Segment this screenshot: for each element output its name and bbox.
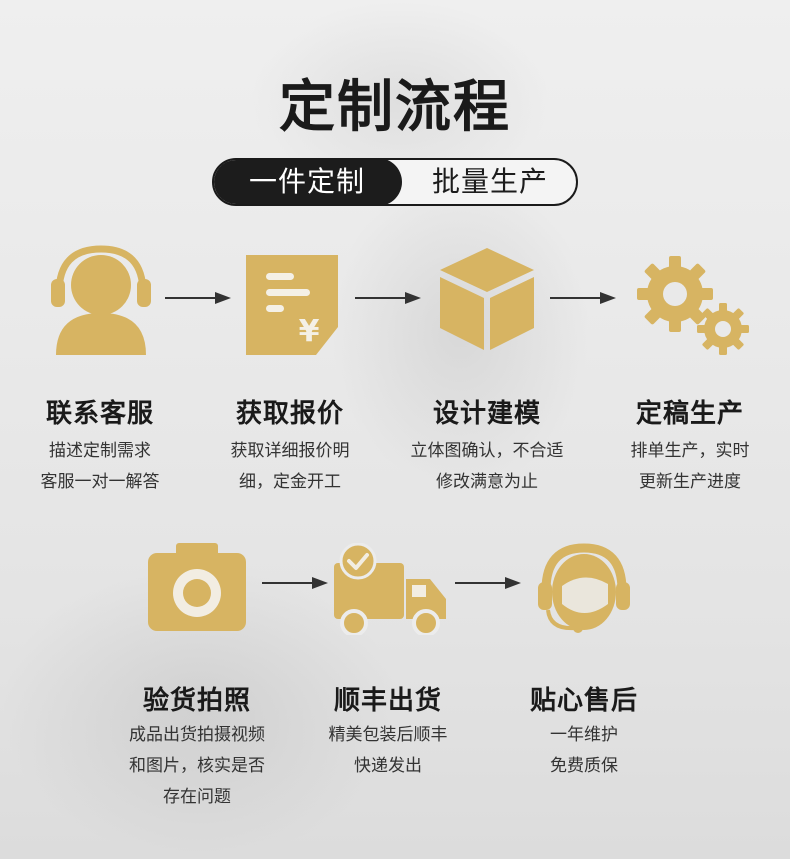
step-description-line: 排单生产，实时 <box>630 441 750 461</box>
step-title: 定稿生产 <box>635 399 744 429</box>
flow-arrow <box>550 292 616 304</box>
step-description: 一年维护 免费质保 <box>479 720 689 782</box>
gears-icon <box>637 256 749 355</box>
customer-service-icon <box>538 543 630 633</box>
step-description-line: 修改满意为止 <box>436 472 538 492</box>
step-title: 设计建模 <box>432 399 541 429</box>
step-title: 获取报价 <box>235 399 344 429</box>
step-description: 立体图确认，不合适 修改满意为止 <box>382 436 592 498</box>
step-title: 贴心售后 <box>529 686 638 716</box>
step-description-line: 免费质保 <box>550 756 618 776</box>
step-description-line: 精美包装后顺丰 <box>328 725 448 745</box>
mode-toggle[interactable]: 一件定制 批量生产 <box>212 158 578 206</box>
step-description-line: 细，定金开工 <box>239 472 341 492</box>
step-description-line: 存在问题 <box>163 787 231 807</box>
step-description-line: 成品出货拍摄视频 <box>129 725 265 745</box>
step-description: 排单生产，实时 更新生产进度 <box>585 436 790 498</box>
flow-arrow <box>165 292 231 304</box>
step-description: 描述定制需求 客服一对一解答 <box>0 436 205 498</box>
camera-icon <box>148 543 246 631</box>
step-description-line: 描述定制需求 <box>49 441 151 461</box>
step-description: 获取详细报价明 细，定金开工 <box>185 436 395 498</box>
tab-single-custom[interactable]: 一件定制 <box>214 160 402 204</box>
page-title: 定制流程 <box>279 75 511 140</box>
step-description-line: 更新生产进度 <box>639 472 741 492</box>
flow-arrow <box>355 292 421 304</box>
step-title: 联系客服 <box>45 399 154 429</box>
tab-batch-production[interactable]: 批量生产 <box>431 165 548 198</box>
yuan-invoice-icon: ¥ <box>246 255 338 355</box>
step-description-line: 一年维护 <box>550 725 618 745</box>
step-description-line: 立体图确认，不合适 <box>410 441 564 461</box>
step-title: 验货拍照 <box>142 686 251 716</box>
step-description: 成品出货拍摄视频 和图片，核实是否 存在问题 <box>92 720 302 813</box>
box-3d-icon <box>440 248 534 350</box>
step-description-line: 获取详细报价明 <box>230 441 350 461</box>
headset-person-icon <box>51 245 151 355</box>
flow-arrow <box>455 577 521 589</box>
step-description-line: 客服一对一解答 <box>40 472 160 492</box>
delivery-truck-icon <box>334 543 446 635</box>
step-description-line: 和图片，核实是否 <box>129 756 265 776</box>
step-description-line: 快递发出 <box>354 756 422 776</box>
step-title: 顺丰出货 <box>333 686 442 716</box>
svg-text:¥: ¥ <box>299 314 320 349</box>
step-description: 精美包装后顺丰 快递发出 <box>283 720 493 782</box>
flow-arrow <box>262 577 328 589</box>
